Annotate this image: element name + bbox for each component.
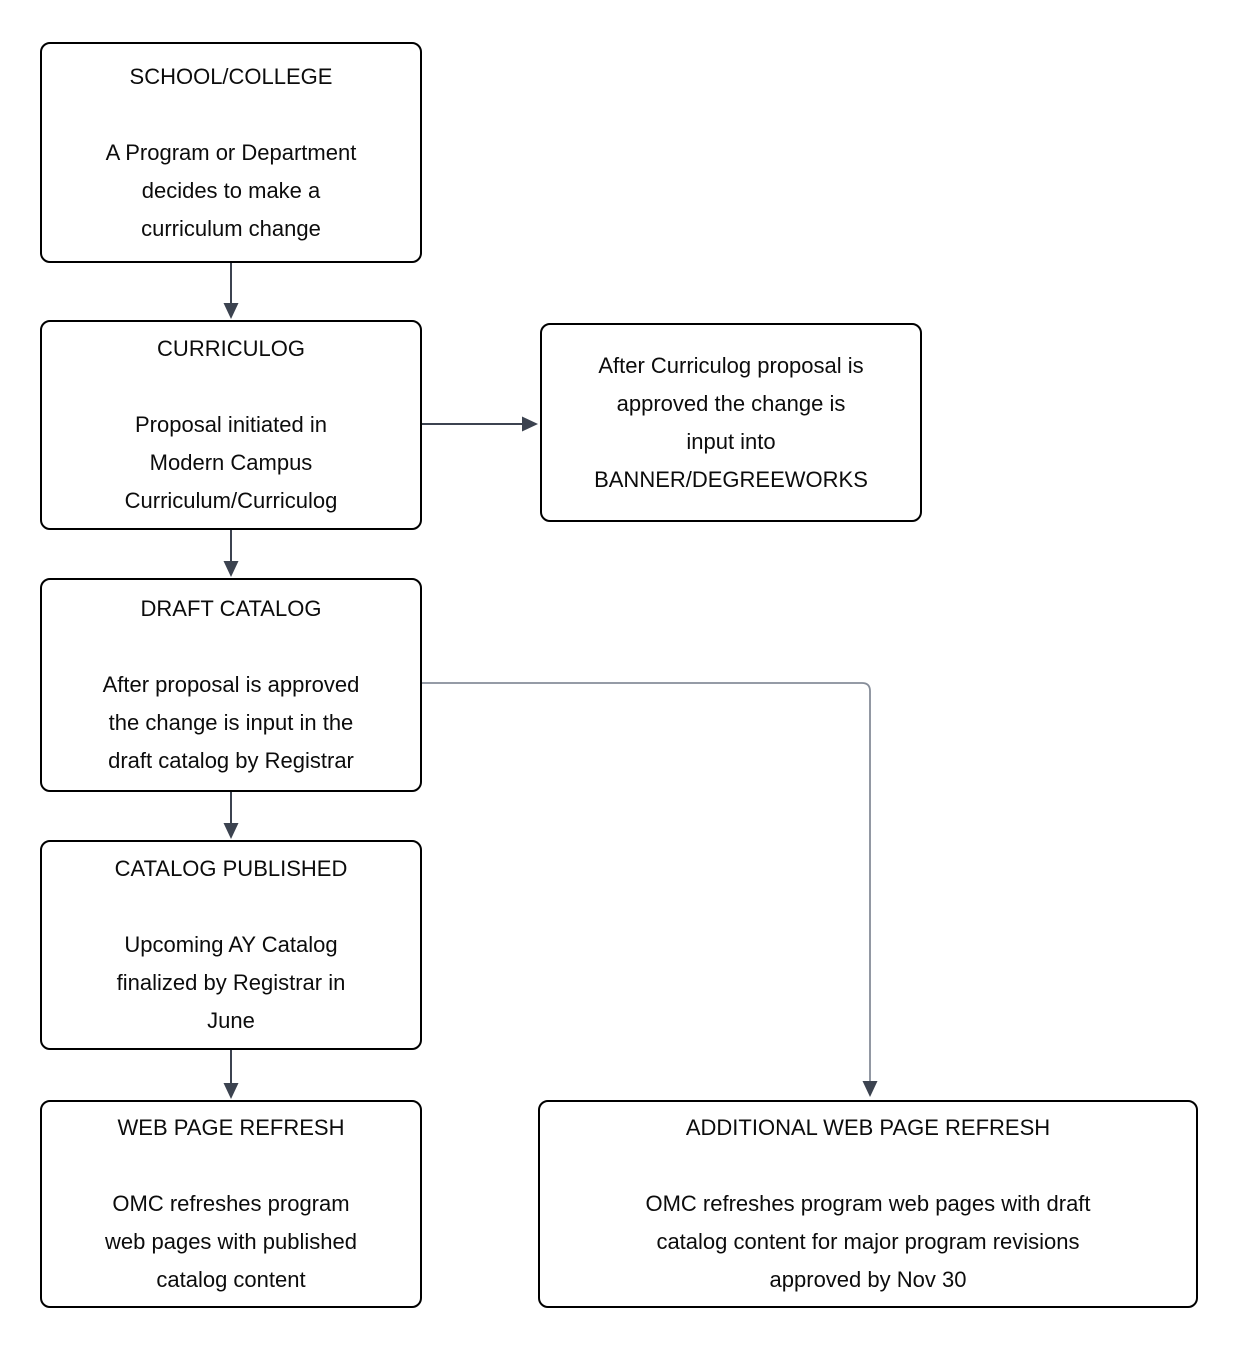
node-draft-catalog: DRAFT CATALOG After proposal is approved… — [40, 578, 422, 792]
node-title: SCHOOL/COLLEGE — [129, 63, 333, 89]
arrow-school-to-curriculog — [223, 263, 239, 319]
node-body: OMC refreshes program web pages with pub… — [105, 1191, 357, 1292]
node-additional-web-page-refresh: ADDITIONAL WEB PAGE REFRESH OMC refreshe… — [538, 1100, 1198, 1308]
arrow-catalog-to-web — [223, 1050, 239, 1099]
node-title: CURRICULOG — [157, 336, 305, 361]
node-body: After Curriculog proposal is approved th… — [594, 352, 868, 492]
node-body: Proposal initiated in Modern Campus Curr… — [124, 412, 338, 513]
node-curriculog: CURRICULOG Proposal initiated in Modern … — [40, 320, 422, 530]
node-title: CATALOG PUBLISHED — [114, 856, 348, 881]
node-body: Upcoming AY Catalog finalized by Registr… — [116, 932, 346, 1033]
node-catalog-published: CATALOG PUBLISHED Upcoming AY Catalog fi… — [40, 840, 422, 1050]
node-body: A Program or Department decides to make … — [105, 139, 357, 241]
node-school-college: SCHOOL/COLLEGE A Program or Department d… — [40, 42, 422, 263]
node-title: ADDITIONAL WEB PAGE REFRESH — [685, 1115, 1051, 1140]
connector-draft-to-additional — [422, 682, 878, 1097]
arrow-curriculog-to-draft — [223, 530, 239, 577]
arrow-draft-to-catalog — [223, 792, 239, 839]
node-title: WEB PAGE REFRESH — [117, 1115, 345, 1140]
node-web-page-refresh: WEB PAGE REFRESH OMC refreshes program w… — [40, 1100, 422, 1308]
node-title: DRAFT CATALOG — [140, 596, 322, 621]
arrow-curriculog-to-banner — [422, 416, 538, 432]
node-body: OMC refreshes program web pages with dra… — [645, 1191, 1091, 1292]
node-banner-degreeworks: After Curriculog proposal is approved th… — [540, 323, 922, 522]
node-body: After proposal is approved the change is… — [102, 672, 360, 773]
